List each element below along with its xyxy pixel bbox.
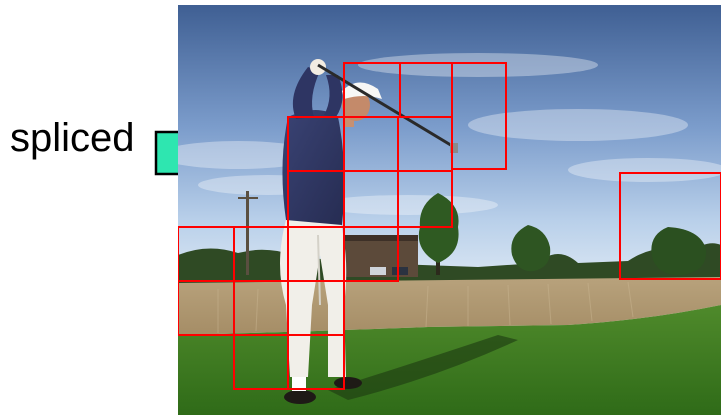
golfer-figure xyxy=(280,59,458,404)
splice-detection-boxes xyxy=(178,62,721,390)
golf-swing-photo xyxy=(178,5,721,415)
spliced-label: spliced xyxy=(10,116,135,160)
photo-scene xyxy=(178,5,721,415)
